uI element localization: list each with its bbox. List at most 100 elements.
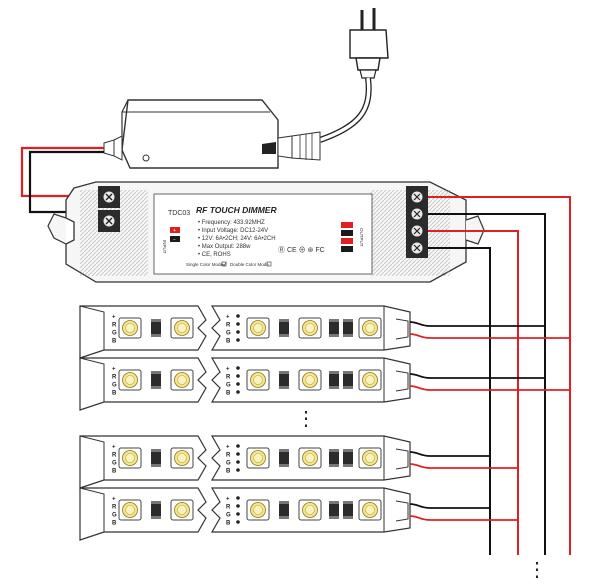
led-chip xyxy=(170,447,194,469)
input-wire-red xyxy=(20,146,104,198)
led-strip-row: +RGB+RGB xyxy=(79,357,570,411)
strip-pin-label: + xyxy=(226,367,230,373)
strip-pin-label: + xyxy=(112,315,116,321)
input-wire-black xyxy=(28,150,104,214)
led-chip xyxy=(118,369,142,391)
spec-list: • Frequency: 433.92MHZ • Input Voltage: … xyxy=(198,220,276,258)
led-chip xyxy=(298,369,322,391)
output-label: OUTPUT xyxy=(359,228,364,247)
strip-pin-label: + xyxy=(226,445,230,451)
controller-title: RF TOUCH DIMMER xyxy=(196,205,277,215)
led-chip xyxy=(246,317,270,339)
led-chip xyxy=(118,499,142,521)
resistor xyxy=(343,501,353,519)
bus-red-1 xyxy=(428,196,571,555)
svg-text:+: + xyxy=(173,228,176,234)
resistor xyxy=(343,449,353,467)
led-chip xyxy=(358,447,382,469)
led-chip xyxy=(246,447,270,469)
strip-pin-label: B xyxy=(226,391,231,397)
strip-pin-label: + xyxy=(112,445,116,451)
strip-pin-label: G xyxy=(112,461,117,467)
led-chip xyxy=(358,369,382,391)
brand-logo: TDC03 xyxy=(168,210,190,217)
strip-lead-black xyxy=(409,321,545,327)
resistor xyxy=(279,319,289,337)
strip-pin-label: B xyxy=(226,339,231,345)
strip-pin-label: G xyxy=(226,461,231,467)
bus-red-2 xyxy=(428,230,519,555)
strip-pin-label: + xyxy=(226,315,230,321)
strip-lead-red xyxy=(409,463,518,469)
power-plug xyxy=(349,8,389,79)
certification-marks: Ⓡ CE ⊕ ⊛ FC xyxy=(278,246,325,254)
led-chip xyxy=(118,447,142,469)
spec-max-output: • Max Output: 288w xyxy=(198,244,251,250)
strip-pin-label: R xyxy=(226,375,231,381)
power-adapter xyxy=(103,99,321,169)
resistor xyxy=(279,371,289,389)
strip-lead-black xyxy=(409,373,545,379)
resistor xyxy=(329,319,339,337)
strip-lead-black xyxy=(409,503,490,509)
strip-pin-label: R xyxy=(226,453,231,459)
strip-pin-label: G xyxy=(226,383,231,389)
strip-pin-label: + xyxy=(112,497,116,503)
led-chip xyxy=(358,499,382,521)
led-chip xyxy=(358,317,382,339)
output-polarity: OUTPUT xyxy=(341,222,364,252)
spec-frequency: • Frequency: 433.92MHZ xyxy=(198,220,265,226)
led-strip-row: +RGB+RGB xyxy=(79,487,518,541)
strip-pin-label: R xyxy=(112,453,117,459)
input-label: INPUT xyxy=(162,240,167,254)
bus-black-2 xyxy=(428,247,491,555)
strip-pin-label: B xyxy=(226,521,231,527)
resistor xyxy=(343,319,353,337)
strip-lead-red xyxy=(409,333,570,339)
mode-selector: Single Color Mode Double Color Mode xyxy=(186,261,272,267)
led-strip-rows: +RGB+RGB+RGB+RGB+RGB+RGB+RGB+RGB xyxy=(79,305,570,541)
strip-pin-label: + xyxy=(226,497,230,503)
led-chip xyxy=(298,447,322,469)
strip-pin-label: B xyxy=(112,339,117,345)
led-chip xyxy=(118,317,142,339)
mode-double-checkbox xyxy=(266,261,272,267)
strip-pin-label: B xyxy=(112,469,117,475)
resistor xyxy=(329,371,339,389)
resistor xyxy=(279,449,289,467)
controller-input-terminals xyxy=(98,186,120,232)
mode-double-label: Double Color Mode xyxy=(230,262,269,267)
spec-current: • 12V: 6A•2CH; 24V: 6A•2CH xyxy=(198,236,276,242)
resistor xyxy=(151,501,161,519)
led-strip-row: +RGB+RGB xyxy=(79,435,518,489)
strip-pin-label: G xyxy=(112,513,117,519)
strip-pin-label: R xyxy=(112,323,117,329)
mode-single-label: Single Color Mode xyxy=(186,262,224,267)
bus-black-1 xyxy=(428,213,546,555)
led-strip-row: +RGB+RGB xyxy=(79,305,570,359)
strip-lead-red xyxy=(409,515,518,521)
resistor xyxy=(343,371,353,389)
strip-pin-label: G xyxy=(226,513,231,519)
led-chip xyxy=(170,499,194,521)
led-chip xyxy=(246,499,270,521)
resistor xyxy=(279,501,289,519)
svg-text:−: − xyxy=(173,237,176,243)
strip-pin-label: G xyxy=(226,331,231,337)
strip-pin-label: R xyxy=(112,505,117,511)
resistor xyxy=(151,371,161,389)
controller-output-terminals xyxy=(406,186,428,258)
strip-pin-label: G xyxy=(112,383,117,389)
led-chip xyxy=(246,369,270,391)
resistor xyxy=(151,319,161,337)
led-chip xyxy=(170,369,194,391)
strip-pin-label: G xyxy=(112,331,117,337)
row-ellipsis: ⋮ xyxy=(296,408,316,430)
led-chip xyxy=(298,317,322,339)
spec-input-voltage: • Input Voltage: DC12-24V xyxy=(198,228,268,234)
input-polarity: INPUT + − xyxy=(162,227,180,254)
strip-pin-label: R xyxy=(226,323,231,329)
strip-pin-label: R xyxy=(226,505,231,511)
strip-pin-label: R xyxy=(112,375,117,381)
